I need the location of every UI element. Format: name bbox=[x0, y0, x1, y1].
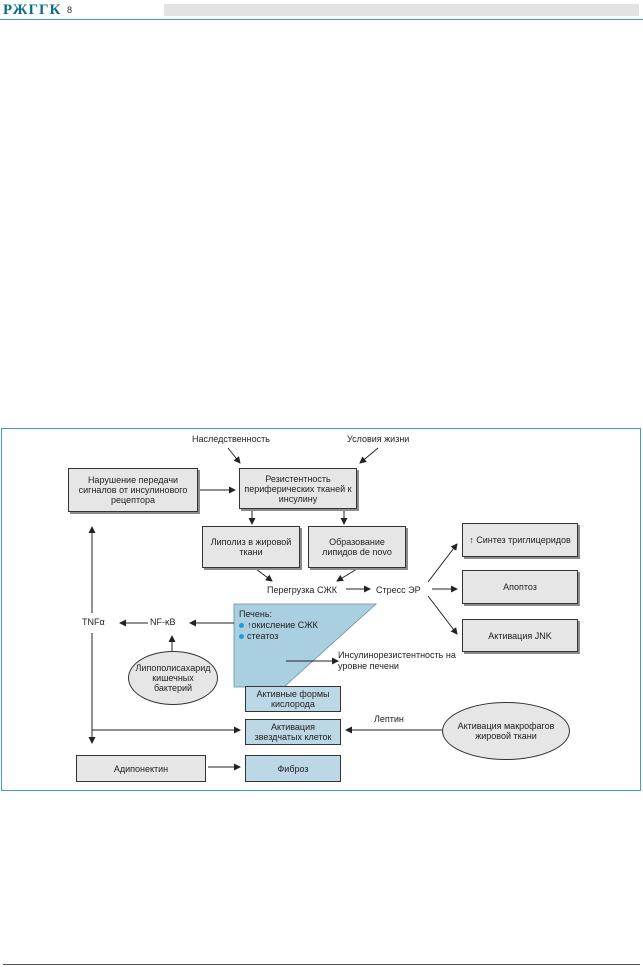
header-bar bbox=[164, 4, 639, 16]
ffa-overload-label: Перегрузка СЖК bbox=[267, 585, 337, 595]
up-arrow-icon: ↑ bbox=[469, 535, 474, 545]
apoptosis-box: Апоптоз bbox=[462, 570, 578, 604]
lipolysis-box: Липолиз в жировой ткани bbox=[202, 526, 300, 568]
tg-synthesis-label: Синтез триглицеридов bbox=[476, 535, 571, 545]
page-header: РЖГГК 8 bbox=[0, 0, 643, 28]
ros-box: Активные формы кислорода bbox=[245, 686, 341, 712]
er-stress-label: Стресс ЭР bbox=[376, 585, 421, 595]
lifestyle-label: Условия жизни bbox=[347, 434, 410, 444]
liver-item-oxidation: ↑окисление СЖК bbox=[239, 620, 318, 630]
footer-rule bbox=[3, 964, 640, 965]
fibrosis-box: Фиброз bbox=[245, 755, 341, 782]
header-rule bbox=[0, 19, 643, 20]
stellate-box: Активация звездчатых клеток bbox=[245, 719, 341, 745]
arrow-heredity bbox=[227, 447, 241, 464]
macrophage-ellipse: Активация макрофагов жировой ткани bbox=[442, 702, 570, 760]
page-number: 8 bbox=[67, 5, 73, 15]
hepatic-ir-label: Инсулинорезистентность на уровне печени bbox=[338, 650, 456, 671]
tnf-label: TNFα bbox=[82, 617, 105, 627]
heredity-label: Наследственность bbox=[192, 434, 270, 444]
bullet-icon bbox=[239, 623, 244, 628]
leptin-label: Лептин bbox=[374, 714, 404, 724]
diagram-connectors bbox=[88, 447, 458, 771]
arrow-denovo-ffa bbox=[336, 568, 358, 582]
bullet-icon bbox=[239, 634, 244, 639]
liver-title: Печень: bbox=[239, 609, 273, 619]
arrow-lifestyle bbox=[359, 447, 379, 464]
arrow-er-jnk bbox=[427, 595, 458, 635]
arrow-er-tg bbox=[427, 543, 458, 583]
nfkb-label: NF-κB bbox=[150, 617, 176, 627]
receptor-box: Нарушение передачи сигналов от инсулинов… bbox=[68, 468, 198, 512]
lps-ellipse: Липополисахарид кишечных бактерий bbox=[128, 651, 218, 705]
arrow-lipolysis-ffa bbox=[255, 568, 273, 582]
resistance-box: Резистентность периферических тканей к и… bbox=[239, 468, 357, 509]
pathogenesis-diagram: Наследственность Условия жизни Нарушение… bbox=[1, 428, 641, 791]
adiponectin-box: Адипонектин bbox=[76, 755, 206, 782]
jnk-box: Активация JNK bbox=[462, 619, 578, 652]
de-novo-box: Образование липидов de novo bbox=[308, 526, 406, 568]
tg-synthesis-box: ↑ Синтез триглицеридов bbox=[462, 523, 578, 557]
liver-item-steatosis: стеатоз bbox=[239, 631, 278, 641]
journal-logo: РЖГГК bbox=[3, 2, 62, 18]
